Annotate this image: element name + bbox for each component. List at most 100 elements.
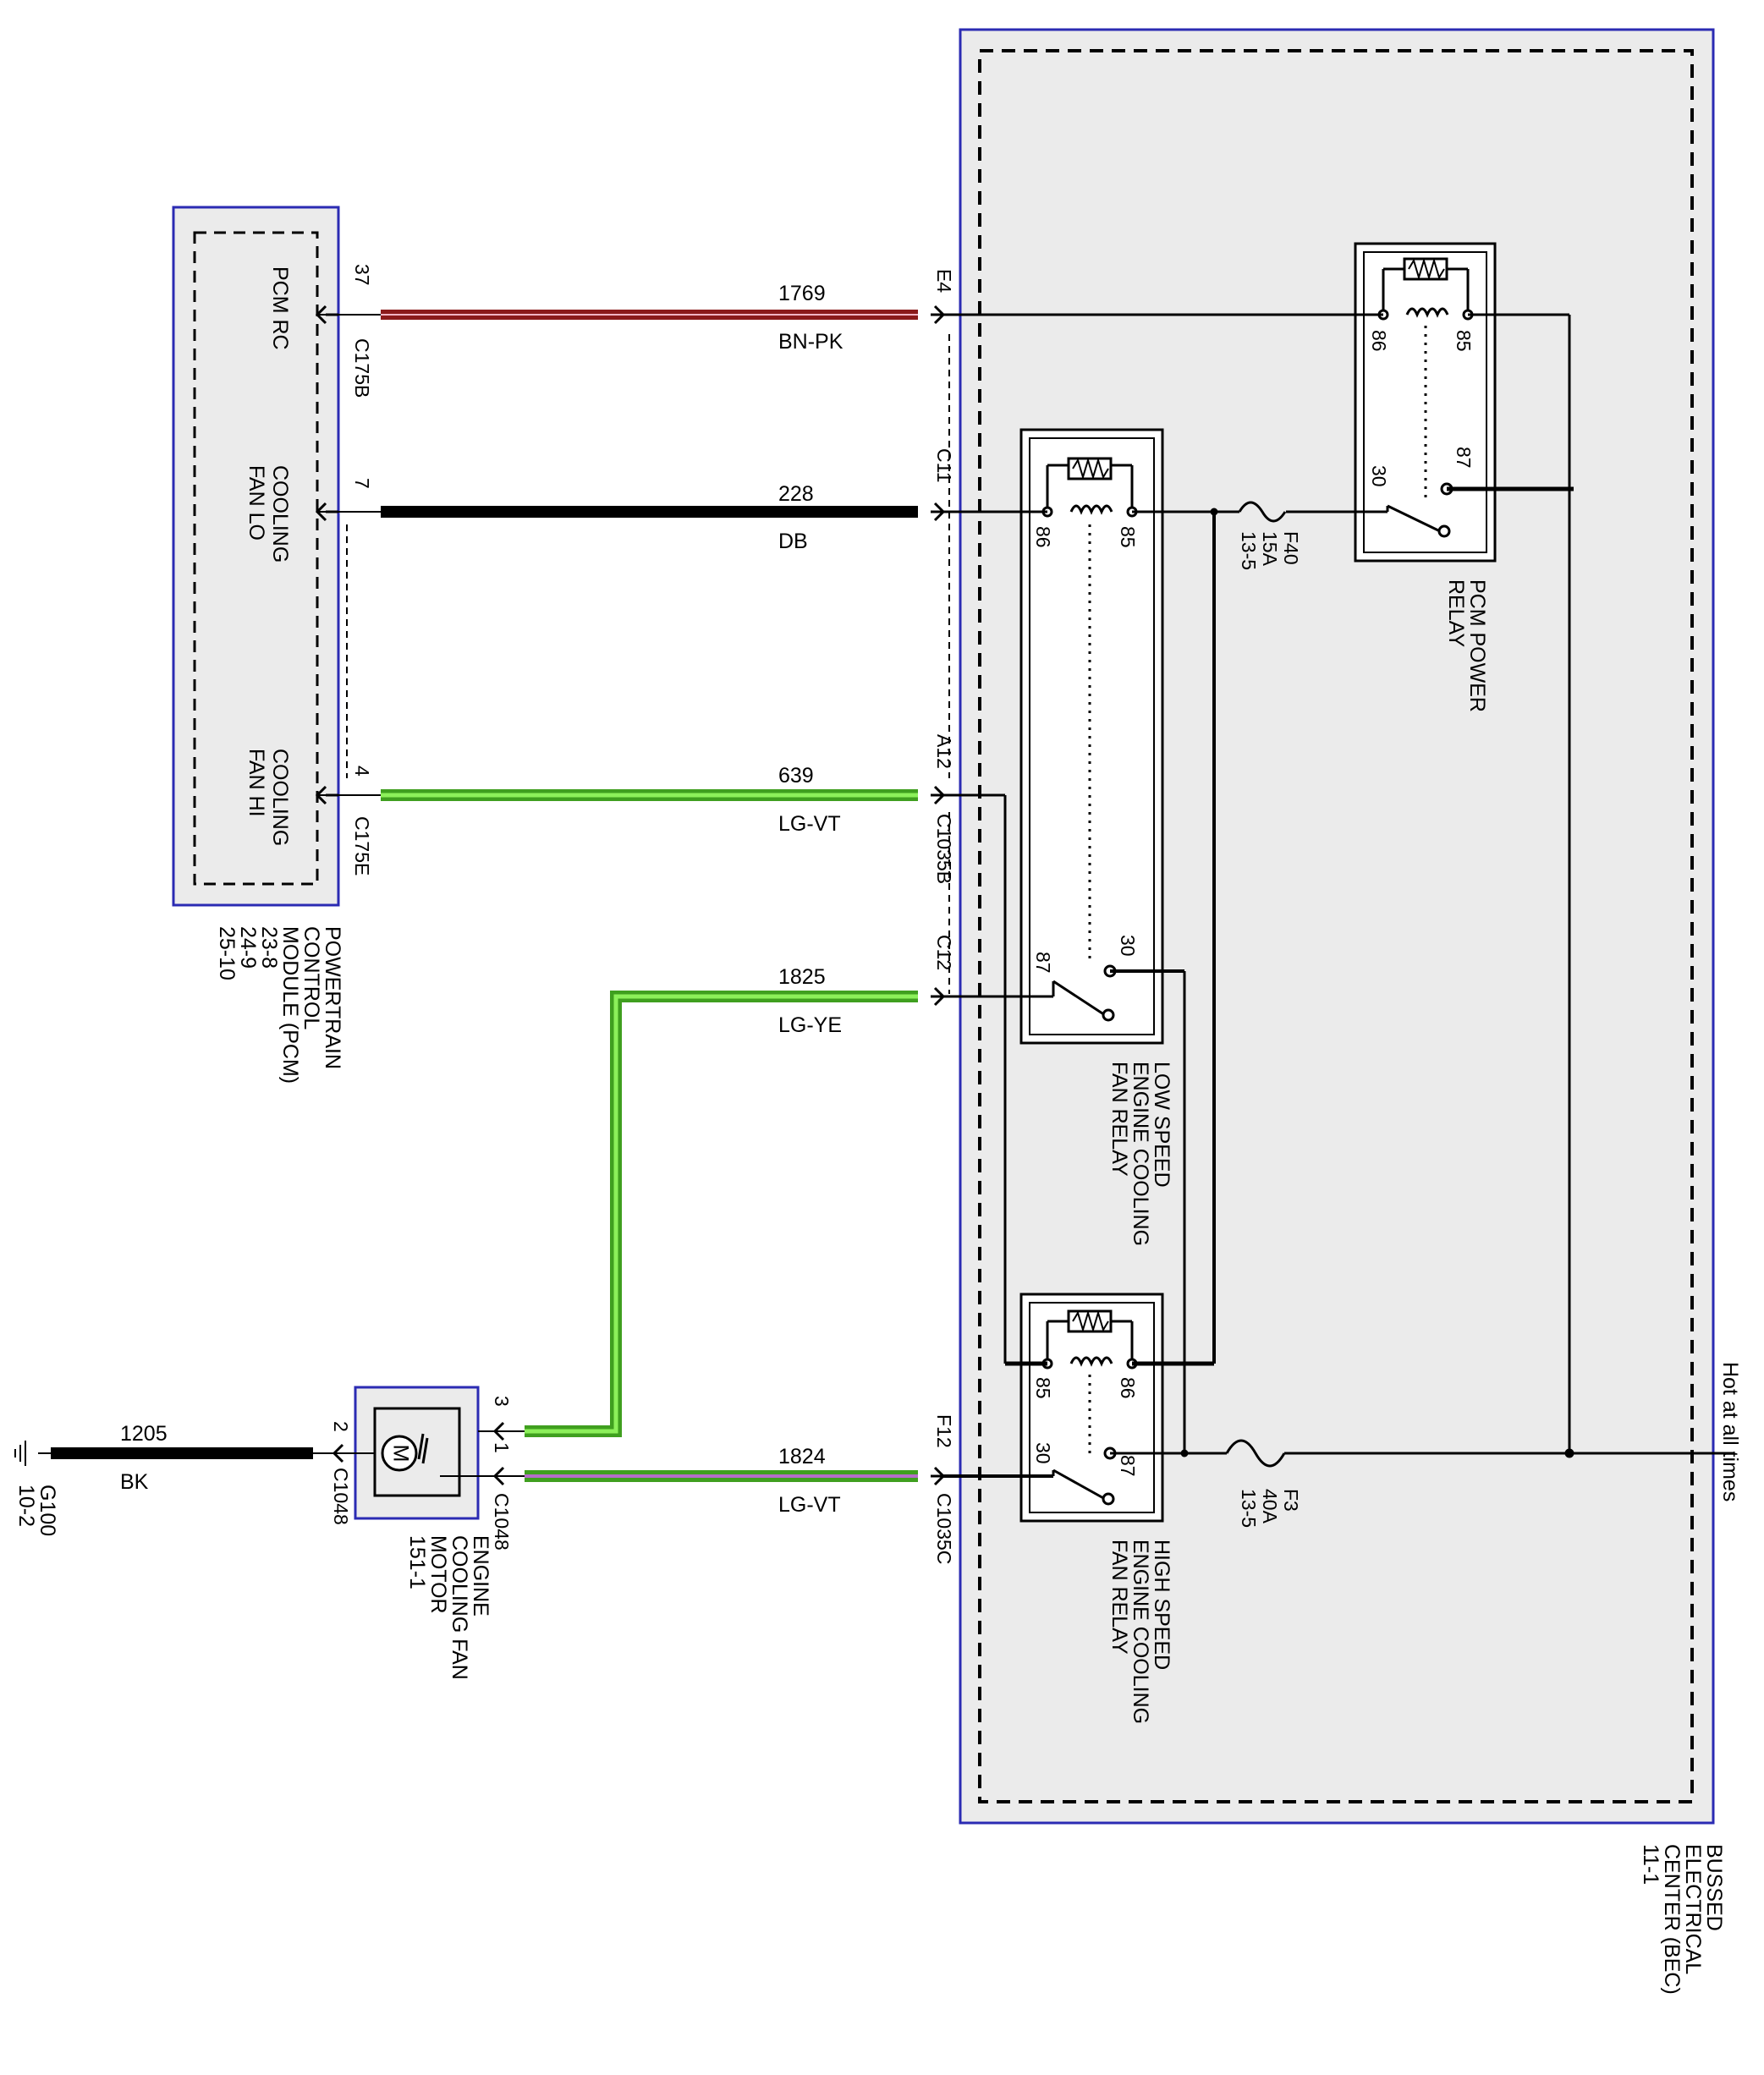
f40-label-2: 15A bbox=[1259, 531, 1281, 567]
high-relay-switch-icon bbox=[1052, 1468, 1106, 1501]
low-relay-switch-icon bbox=[1052, 980, 1106, 1017]
wire-1824-circuit: 1824 bbox=[778, 1445, 826, 1468]
pin-f12: F12 bbox=[933, 1414, 955, 1448]
pin-37: 37 bbox=[351, 264, 373, 286]
pcm-title-2: CONTROL bbox=[299, 926, 323, 1029]
motor-conn-c1048: C1048 bbox=[491, 1493, 513, 1551]
wire-1824-color: LG-VT bbox=[778, 1493, 841, 1517]
motor-title-2: COOLING FAN bbox=[448, 1535, 471, 1680]
fan-lo-label-2: FAN LO bbox=[245, 465, 268, 541]
high-relay-pin-87: 87 bbox=[1117, 1455, 1139, 1477]
pcm-title-4: 23-8 bbox=[257, 926, 281, 969]
wire-1825-circuit: 1825 bbox=[778, 965, 826, 989]
wire-1769-color: BN-PK bbox=[778, 330, 844, 354]
motor-conn-c1048-2: C1048 bbox=[330, 1468, 352, 1525]
motor-pin-1: 1 bbox=[491, 1442, 513, 1453]
wire-228-color: DB bbox=[778, 530, 808, 553]
pin-7: 7 bbox=[351, 478, 373, 489]
high-relay-title-1: HIGH SPEED bbox=[1150, 1540, 1173, 1670]
motor-symbol bbox=[381, 1435, 418, 1472]
bec-internal-wiring bbox=[346, 313, 1734, 1478]
motor-labels: 3 1 C1048 2 C1048 ENGINE COOLING FAN MOT… bbox=[330, 1396, 513, 1680]
low-relay-coil-icon bbox=[1069, 504, 1113, 515]
pin-e4: E4 bbox=[933, 269, 955, 293]
conn-c175b: C175B bbox=[351, 338, 373, 398]
high-relay-coil-icon bbox=[1069, 1356, 1113, 1367]
bec-title-2: ELECTRICAL bbox=[1681, 1844, 1705, 1974]
connector-markers bbox=[315, 305, 946, 1486]
pin-a12: A12 bbox=[933, 734, 955, 769]
wire-639-color: LG-VT bbox=[778, 812, 841, 836]
conn-c175e: C175E bbox=[351, 816, 373, 876]
relay-titles: PCM POWER RELAY LOW SPEED ENGINE COOLING… bbox=[1107, 579, 1489, 1724]
pcm-relay-title-2: RELAY bbox=[1444, 579, 1468, 647]
fuse-f3-icon bbox=[1225, 1439, 1286, 1468]
high-relay-title-2: ENGINE COOLING bbox=[1129, 1540, 1152, 1724]
low-relay-title-3: FAN RELAY bbox=[1107, 1062, 1131, 1177]
high-relay-title-3: FAN RELAY bbox=[1107, 1540, 1131, 1655]
pcm-power-relay bbox=[1354, 242, 1497, 563]
ground-title-2: 10-2 bbox=[14, 1485, 38, 1527]
pin-c11: C11 bbox=[933, 448, 955, 483]
pin-4: 4 bbox=[351, 766, 373, 777]
wire-1825 bbox=[478, 991, 918, 1437]
wire-1825-color: LG-YE bbox=[778, 1013, 842, 1037]
high-relay-pin-85: 85 bbox=[1032, 1377, 1054, 1399]
f40-label-1: F40 bbox=[1280, 531, 1302, 565]
wire-228-circuit: 228 bbox=[778, 482, 814, 506]
fuse-labels: F40 15A 13-5 F3 40A 13-5 bbox=[1238, 531, 1302, 1528]
wire-639-circuit: 639 bbox=[778, 764, 814, 788]
fan-hi-label-1: COOLING bbox=[268, 749, 292, 846]
motor-title-1: ENGINE bbox=[469, 1535, 492, 1617]
motor-title-4: 151-1 bbox=[405, 1535, 429, 1589]
pin-c12: C12 bbox=[933, 935, 955, 970]
pcm-relay-title-1: PCM POWER bbox=[1465, 579, 1489, 712]
pcm-relay-pin-87: 87 bbox=[1453, 447, 1475, 469]
high-relay-pin-30: 30 bbox=[1032, 1442, 1054, 1464]
pcm-relay-pin-30: 30 bbox=[1368, 465, 1390, 487]
bec-title-1: BUSSED bbox=[1702, 1844, 1726, 1931]
low-relay-title-2: ENGINE COOLING bbox=[1129, 1062, 1152, 1246]
f40-label-3: 13-5 bbox=[1238, 531, 1260, 570]
bec-title-3: CENTER (BEC) bbox=[1660, 1844, 1684, 1995]
pcm-relay-pin-86: 86 bbox=[1368, 330, 1390, 352]
low-relay-pin-85: 85 bbox=[1117, 526, 1139, 548]
motor-pin-2: 2 bbox=[330, 1421, 352, 1432]
bec-title-4: 11-1 bbox=[1639, 1844, 1662, 1885]
wire-1205-circuit: 1205 bbox=[120, 1422, 168, 1446]
f3-label-2: 40A bbox=[1259, 1489, 1281, 1524]
pcm-title-1: POWERTRAIN bbox=[321, 926, 344, 1069]
low-relay-pin-86: 86 bbox=[1032, 526, 1054, 548]
bec-pin-labels: E4 C11 A12 C12 F12 C1035B C1035C bbox=[933, 269, 955, 1564]
conn-c1035b: C1035B bbox=[933, 814, 955, 884]
ground-title-1: G100 bbox=[36, 1485, 59, 1536]
low-relay-title-1: LOW SPEED bbox=[1150, 1062, 1173, 1188]
pcm-labels: PCM RC COOLING FAN LO COOLING FAN HI 37 … bbox=[215, 264, 373, 1084]
f3-label-3: 13-5 bbox=[1238, 1489, 1260, 1528]
fan-lo-label-1: COOLING bbox=[268, 465, 292, 563]
low-relay-pin-30: 30 bbox=[1117, 935, 1139, 957]
motor-title-3: MOTOR bbox=[426, 1535, 450, 1614]
pcm-title-5: 24-9 bbox=[236, 926, 260, 969]
pcm-rc-label: PCM RC bbox=[268, 266, 292, 350]
low-relay-pin-87: 87 bbox=[1032, 952, 1054, 974]
ground-icon bbox=[14, 1441, 51, 1466]
pcm-power-relay-switch-icon bbox=[1387, 504, 1441, 533]
wire-1769-circuit: 1769 bbox=[778, 282, 826, 305]
wire-1205-color: BK bbox=[120, 1470, 149, 1494]
ground-labels: G100 10-2 bbox=[14, 1485, 59, 1536]
hot-at-all-times-label: Hot at all times bbox=[1718, 1362, 1742, 1501]
f3-label-1: F3 bbox=[1280, 1489, 1302, 1512]
pcm-title-6: 25-10 bbox=[215, 926, 239, 980]
relay-pin-labels: 86 85 30 87 86 85 30 87 85 86 30 87 bbox=[1032, 330, 1475, 1477]
fuse-f40-icon bbox=[1238, 501, 1287, 523]
pcm-title-3: MODULE (PCM) bbox=[278, 926, 302, 1084]
pcm-relay-pin-85: 85 bbox=[1453, 330, 1475, 352]
pcm-module bbox=[172, 206, 340, 907]
low-speed-relay bbox=[1019, 428, 1164, 1045]
wire-labels: 1769 BN-PK 228 DB 639 LG-VT 1825 LG-YE 1… bbox=[120, 282, 844, 1517]
fan-hi-label-2: FAN HI bbox=[245, 749, 268, 817]
motor-m-label: M bbox=[388, 1445, 412, 1463]
bec-titles: Hot at all times BUSSED ELECTRICAL CENTE… bbox=[1639, 1362, 1742, 1995]
